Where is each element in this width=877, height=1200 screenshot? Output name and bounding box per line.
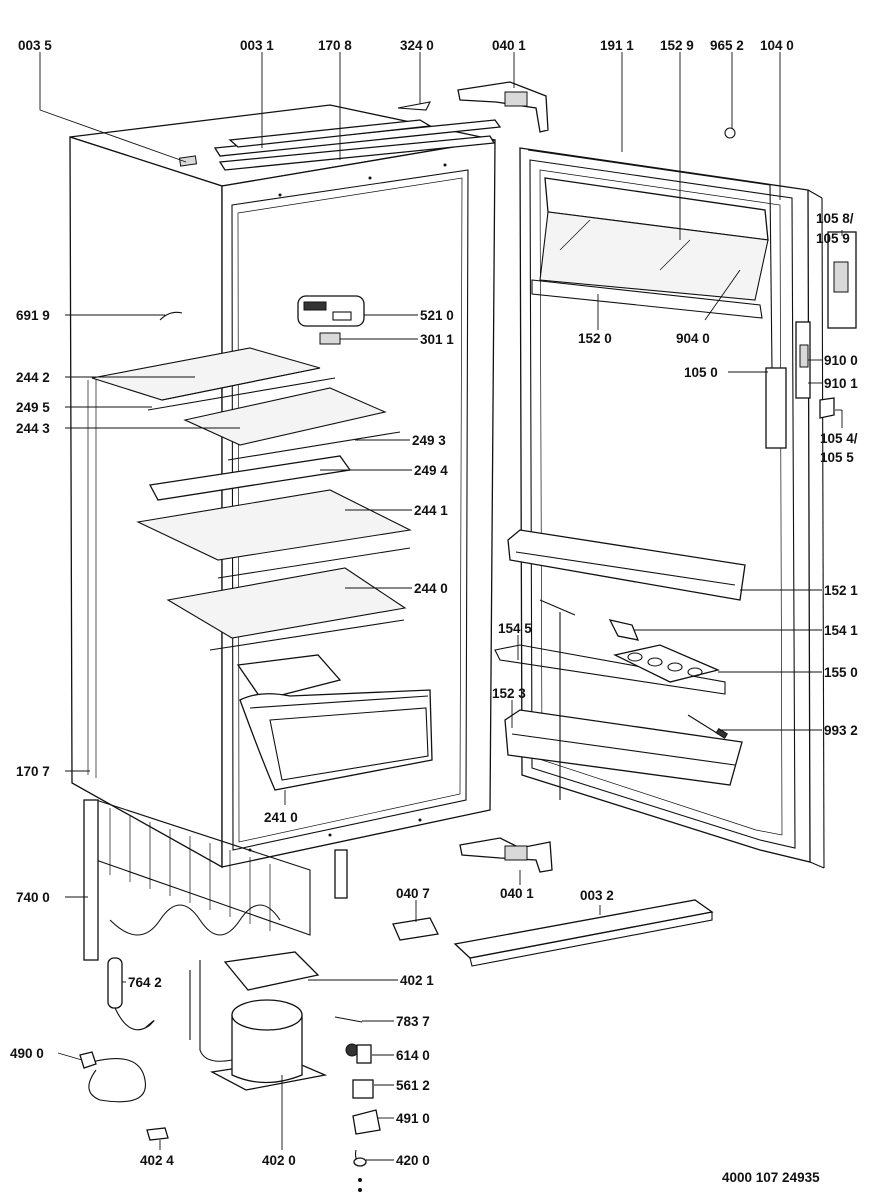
label-155-0: 155 0 xyxy=(824,665,858,680)
label-244-3: 244 3 xyxy=(16,421,50,436)
small-components xyxy=(334,1016,381,1192)
label-521-0: 521 0 xyxy=(420,308,454,323)
label-691-9: 691 9 xyxy=(16,308,50,323)
label-241-0: 241 0 xyxy=(264,810,298,825)
label-993-2: 993 2 xyxy=(824,723,858,738)
door-shelf-support xyxy=(539,599,576,800)
label-105-5: 105 5 xyxy=(820,450,854,465)
label-152-3: 152 3 xyxy=(492,686,526,701)
label-402-1: 402 1 xyxy=(400,973,434,988)
label-910-1: 910 1 xyxy=(824,376,858,391)
label-104-0: 104 0 xyxy=(760,38,794,53)
door-bins xyxy=(494,529,746,786)
label-040-7: 040 7 xyxy=(396,886,430,901)
label-491-0: 491 0 xyxy=(396,1111,430,1126)
label-910-0: 910 0 xyxy=(824,353,858,368)
label-191-1: 191 1 xyxy=(600,38,634,53)
label-324-0: 324 0 xyxy=(400,38,434,53)
power-cord-and-sensor xyxy=(79,957,169,1141)
label-170-8: 170 8 xyxy=(318,38,352,53)
label-614-0: 614 0 xyxy=(396,1048,430,1063)
label-249-3: 249 3 xyxy=(412,433,446,448)
part-labels: 003 5 003 1 170 8 324 0 040 1 191 1 152 … xyxy=(10,38,858,1185)
label-965-2: 965 2 xyxy=(710,38,744,53)
label-105-9: 105 9 xyxy=(816,231,850,246)
label-105-0: 105 0 xyxy=(684,365,718,380)
label-249-4: 249 4 xyxy=(414,463,448,478)
compressor xyxy=(189,951,328,1091)
crisper-drawer xyxy=(236,654,433,791)
label-105-4: 105 4/ xyxy=(820,431,858,446)
label-764-2: 764 2 xyxy=(128,975,162,990)
label-003-5: 003 5 xyxy=(18,38,52,53)
label-740-0: 740 0 xyxy=(16,890,50,905)
door-upper-compartment xyxy=(531,177,769,319)
document-number: 4000 107 24935 xyxy=(722,1170,820,1185)
label-402-4: 402 4 xyxy=(140,1153,174,1168)
glass-shelves xyxy=(91,347,412,651)
label-154-5: 154 5 xyxy=(498,621,532,636)
door xyxy=(519,147,825,869)
label-105-8: 105 8/ xyxy=(816,211,854,226)
label-152-1: 152 1 xyxy=(824,583,858,598)
leader-lines xyxy=(39,52,843,1161)
condenser xyxy=(83,799,348,961)
label-154-1: 154 1 xyxy=(824,623,858,638)
label-904-0: 904 0 xyxy=(676,331,710,346)
label-040-1-bottom: 040 1 xyxy=(500,886,534,901)
label-244-1: 244 1 xyxy=(414,503,448,518)
label-420-0: 420 0 xyxy=(396,1153,430,1168)
label-003-1: 003 1 xyxy=(240,38,274,53)
label-152-0: 152 0 xyxy=(578,331,612,346)
label-402-0: 402 0 xyxy=(262,1153,296,1168)
label-490-0: 490 0 xyxy=(10,1046,44,1061)
label-249-5: 249 5 xyxy=(16,400,50,415)
top-trim-strips xyxy=(178,101,502,171)
label-040-1-top: 040 1 xyxy=(492,38,526,53)
door-hardware xyxy=(765,231,857,449)
label-003-2: 003 2 xyxy=(580,888,614,903)
label-783-7: 783 7 xyxy=(396,1014,430,1029)
base-parts xyxy=(392,899,714,967)
label-170-7: 170 7 xyxy=(16,764,50,779)
label-561-2: 561 2 xyxy=(396,1078,430,1093)
label-152-9: 152 9 xyxy=(660,38,694,53)
thermostat-housing xyxy=(159,295,365,345)
label-301-1: 301 1 xyxy=(420,332,454,347)
label-244-2: 244 2 xyxy=(16,370,50,385)
hinges xyxy=(457,81,736,873)
label-244-0: 244 0 xyxy=(414,581,448,596)
